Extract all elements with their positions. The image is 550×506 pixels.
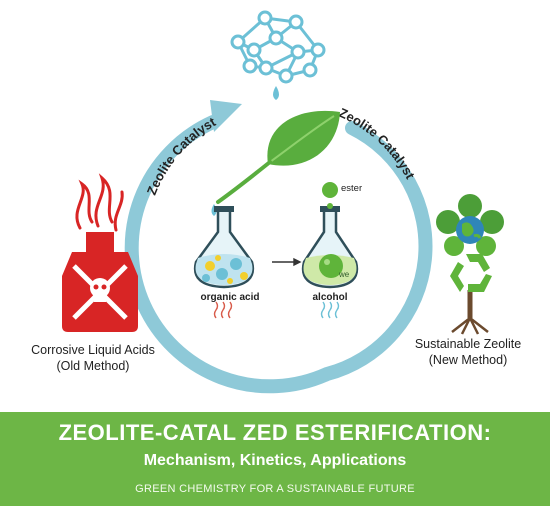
heat-icon (320, 301, 340, 319)
leaf-icon (216, 110, 340, 204)
left-caption: Corrosive Liquid Acids (Old Method) (18, 342, 168, 374)
right-caption-line1: Sustainable Zeolite (414, 337, 522, 351)
banner-title: ZEOLITE-CATAL ZED ESTERIFICATION: (58, 420, 492, 445)
arc-label-right: Zeolite Catalyst (337, 105, 418, 182)
right-caption-line2: (New Method) (428, 353, 508, 367)
cycle-arrowhead-icon (210, 100, 242, 132)
right-caption: Sustainable Zeolite (New Method) (398, 336, 538, 368)
flask-label-alcohol: alcohol (312, 292, 348, 303)
reaction-arrow-icon (272, 257, 302, 267)
heat-icon (213, 301, 233, 319)
catalytic-cycle-ring (124, 100, 433, 394)
arc-label-left: Zeolite Catalyst (144, 114, 219, 197)
flask-label-we: we (339, 270, 350, 279)
ester-bubble-small-icon (327, 203, 333, 209)
zeolite-molecule-nodes (230, 10, 326, 84)
left-caption-line2: (Old Method) (56, 359, 130, 373)
droplet-icon (273, 86, 279, 100)
flask-label-ester: ester (341, 183, 363, 194)
flask-organic-acid (193, 206, 255, 289)
recycle-icon (450, 254, 492, 292)
flask-label-organic-acid: organic acid (200, 292, 260, 303)
banner-subtitle: Mechanism, Kinetics, Applications (143, 452, 407, 469)
title-banner (0, 412, 550, 506)
poison-bottle-icon (62, 173, 138, 332)
earth-tree-icon (436, 194, 504, 335)
left-caption-line1: Corrosive Liquid Acids (31, 343, 155, 357)
banner-tagline: GREEN CHEMISTRY FOR A SUSTAINABLE FUTURE (135, 483, 415, 495)
ester-bubble-icon (322, 182, 338, 198)
